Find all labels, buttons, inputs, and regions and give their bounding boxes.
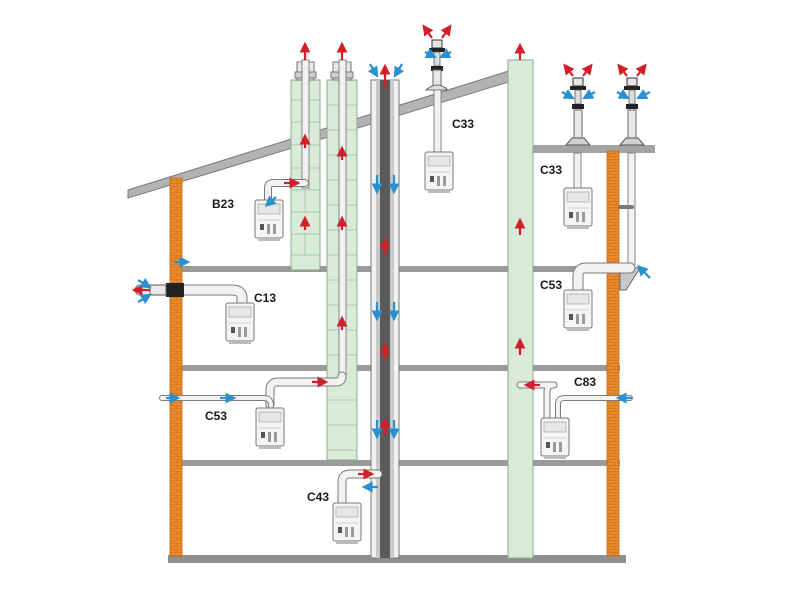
boiler-icon xyxy=(563,187,593,230)
label-c33-right: C33 xyxy=(540,163,562,177)
c33-top-system xyxy=(424,39,450,153)
c53-right-system xyxy=(618,77,646,291)
label-c43: C43 xyxy=(307,490,329,504)
label-b23: B23 xyxy=(212,197,234,211)
flue-pipes xyxy=(134,179,636,508)
label-c53-left: C53 xyxy=(205,409,227,423)
label-c53-right: C53 xyxy=(540,278,562,292)
boiler-icon xyxy=(563,289,593,332)
boiler-icon xyxy=(225,302,255,345)
label-c83: C83 xyxy=(574,375,596,389)
boiler-icon xyxy=(332,502,362,545)
shaft-c53 xyxy=(326,59,358,461)
shaft-b23 xyxy=(290,59,321,271)
c13-wall-terminal xyxy=(149,283,184,297)
boiler-icon xyxy=(254,199,284,242)
c33-right-system xyxy=(564,77,592,189)
shaft-right xyxy=(507,59,534,559)
intake-arrow-icon xyxy=(137,48,651,493)
label-c13: C13 xyxy=(254,291,276,305)
left-brick-wall xyxy=(169,177,183,557)
boiler-icon xyxy=(424,151,454,194)
system-labels: B23 C13 C33 C33 C53 C53 C83 C43 xyxy=(205,117,596,504)
label-c33-top: C33 xyxy=(452,117,474,131)
boiler-icon xyxy=(255,407,285,450)
right-brick-wall xyxy=(606,150,620,557)
boiler-icon xyxy=(540,417,570,460)
exhaust-arrow-icon xyxy=(131,24,647,480)
